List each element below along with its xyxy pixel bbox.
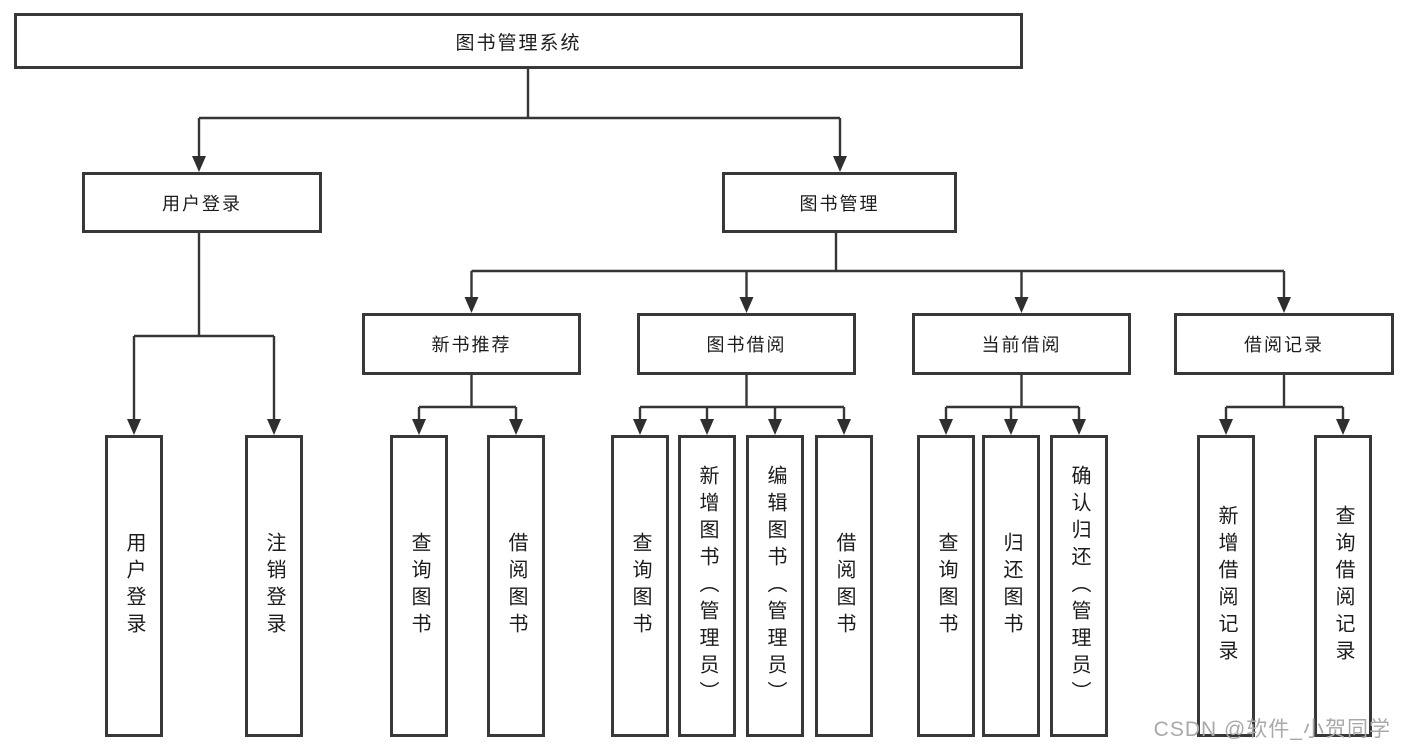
node-new-book-recommend: 新书推荐 (362, 313, 581, 375)
connector-newbook-to-children (417, 375, 518, 421)
csdn-watermark: CSDN @软件_小贺同学 (1153, 718, 1391, 741)
connector-borrowing-to-children (638, 375, 846, 421)
leaf-borrow-books: 借阅图书 (815, 435, 873, 737)
connector-records-to-children (1224, 375, 1345, 421)
node-label: 当前借阅 (981, 335, 1062, 355)
node-label: 图书管理 (799, 193, 880, 214)
leaf-query-books-borrowing: 查询图书 (611, 435, 669, 737)
leaf-user-login: 用户登录 (105, 435, 163, 737)
connector-root-to-level2 (197, 69, 842, 158)
leaf-label: 注销登录 (263, 532, 285, 640)
node-borrow-records: 借阅记录 (1174, 313, 1394, 375)
leaf-label: 编辑图书（管理员） (764, 464, 786, 708)
leaf-label: 确认归还（管理员） (1068, 464, 1090, 708)
leaf-label: 查询借阅记录 (1332, 505, 1354, 667)
leaf-add-borrow-record: 新增借阅记录 (1197, 435, 1255, 737)
node-label: 图书借阅 (706, 335, 787, 355)
connector-bookmgmt-to-level3 (470, 233, 1286, 299)
leaf-query-books-recommend: 查询图书 (390, 435, 448, 737)
leaf-label: 新增借阅记录 (1215, 505, 1237, 667)
node-root-book-management-system: 图书管理系统 (14, 13, 1023, 69)
node-label: 新书推荐 (431, 335, 512, 355)
node-label: 用户登录 (162, 193, 242, 214)
node-book-management: 图书管理 (722, 172, 957, 233)
node-label: 图书管理系统 (455, 32, 582, 54)
node-label: 借阅记录 (1244, 335, 1324, 355)
leaf-return-books: 归还图书 (982, 435, 1040, 737)
leaf-borrow-books-recommend: 借阅图书 (487, 435, 545, 737)
leaf-label: 用户登录 (123, 532, 145, 640)
leaf-label: 查询图书 (629, 532, 651, 640)
leaf-label: 借阅图书 (505, 532, 527, 640)
leaf-label: 借阅图书 (833, 532, 855, 640)
node-user-login: 用户登录 (82, 172, 322, 233)
leaf-label: 新增图书（管理员） (696, 464, 718, 708)
leaf-edit-books-admin: 编辑图书（管理员） (746, 435, 804, 737)
leaf-confirm-return-admin: 确认归还（管理员） (1050, 435, 1108, 737)
leaf-query-books-current: 查询图书 (917, 435, 975, 737)
connector-userlogin-to-children (132, 233, 276, 421)
node-book-borrowing: 图书借阅 (637, 313, 856, 375)
connector-current-to-children (944, 375, 1081, 421)
leaf-label: 查询图书 (935, 532, 957, 640)
leaf-logout: 注销登录 (245, 435, 303, 737)
leaf-query-borrow-record: 查询借阅记录 (1314, 435, 1372, 737)
leaf-label: 查询图书 (408, 532, 430, 640)
leaf-add-books-admin: 新增图书（管理员） (678, 435, 736, 737)
node-current-borrowing: 当前借阅 (912, 313, 1131, 375)
leaf-label: 归还图书 (1000, 532, 1022, 640)
